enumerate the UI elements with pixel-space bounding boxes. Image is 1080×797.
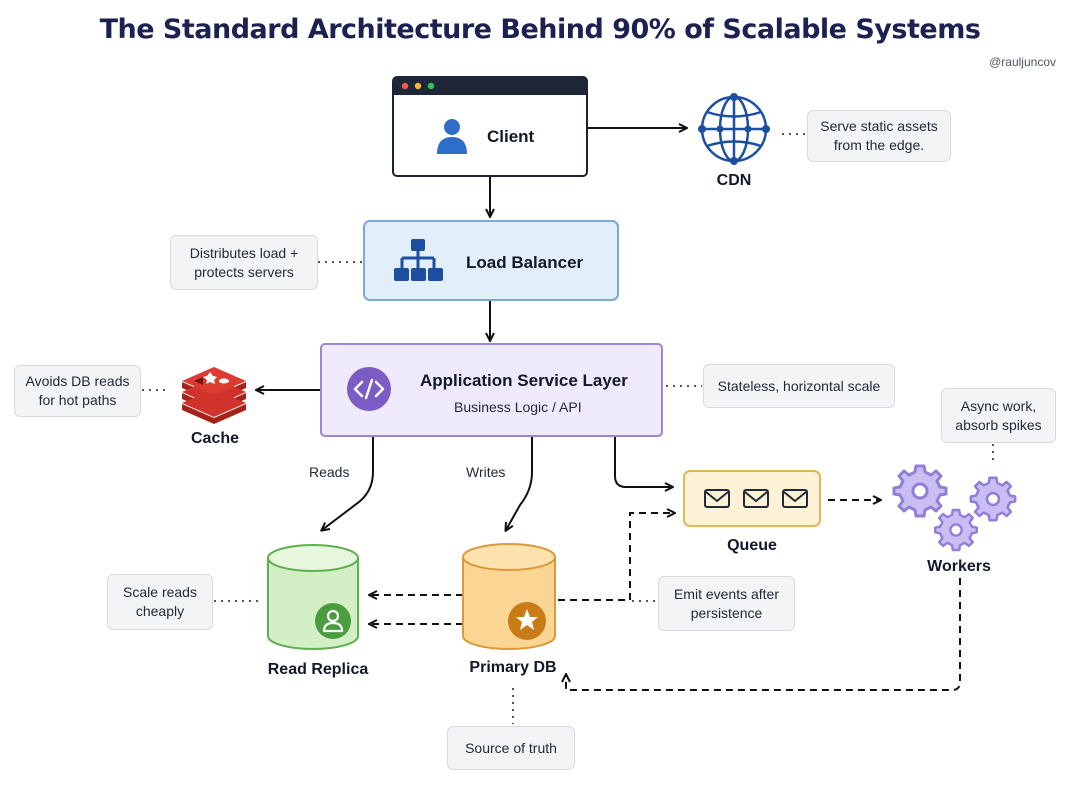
primary-db-label: Primary DB [469, 659, 557, 676]
note-primary-db: Source of truth [447, 726, 575, 770]
edge-primary-events-to-queue [558, 513, 674, 601]
gear-icon [892, 464, 1017, 552]
edge-app-to-queue [614, 437, 672, 487]
connectors [257, 128, 961, 691]
queue-label: Queue [727, 537, 777, 554]
edge-app-writes-to-primary [506, 437, 533, 530]
author-handle: @rauljuncov [989, 55, 1056, 69]
globe-icon [698, 93, 770, 165]
edge-workers-to-primary [566, 578, 961, 691]
client-label: Client [487, 127, 535, 146]
workers-label: Workers [927, 558, 991, 575]
user-icon [437, 119, 467, 154]
app-layer-label: Application Service Layer [420, 371, 628, 390]
client-node [392, 76, 588, 177]
star-badge-icon [508, 602, 546, 640]
code-icon [347, 367, 391, 411]
note-app-layer: Stateless, horizontal scale [703, 364, 895, 408]
queue-node [683, 470, 821, 527]
envelope-icon [704, 489, 808, 508]
network-hierarchy-icon [394, 239, 443, 281]
app-layer-node [320, 343, 663, 437]
primary-db-node [462, 543, 556, 650]
note-workers: Async work, absorb spikes [941, 388, 1056, 443]
edge-label-writes: Writes [466, 464, 506, 480]
note-load-balancer: Distributes load + protects servers [170, 235, 318, 290]
load-balancer-node [363, 220, 619, 301]
page-title: The Standard Architecture Behind 90% of … [99, 14, 981, 45]
app-layer-sublabel: Business Logic / API [454, 399, 582, 415]
note-read-replica: Scale reads cheaply [107, 574, 213, 630]
read-replica-label: Read Replica [267, 661, 369, 678]
note-cache: Avoids DB reads for hot paths [14, 365, 141, 417]
cache-label: Cache [190, 430, 240, 447]
redis-stack-icon [182, 367, 246, 424]
edge-app-reads-to-replica [322, 437, 374, 530]
note-events: Emit events after persistence [658, 576, 795, 631]
edge-label-reads: Reads [309, 464, 350, 480]
load-balancer-label: Load Balancer [466, 253, 584, 272]
read-replica-node [267, 544, 359, 650]
cdn-label: CDN [716, 172, 752, 189]
note-cdn: Serve static assets from the edge. [807, 110, 951, 162]
user-badge-icon [315, 603, 351, 639]
note-leaders [142, 133, 994, 724]
